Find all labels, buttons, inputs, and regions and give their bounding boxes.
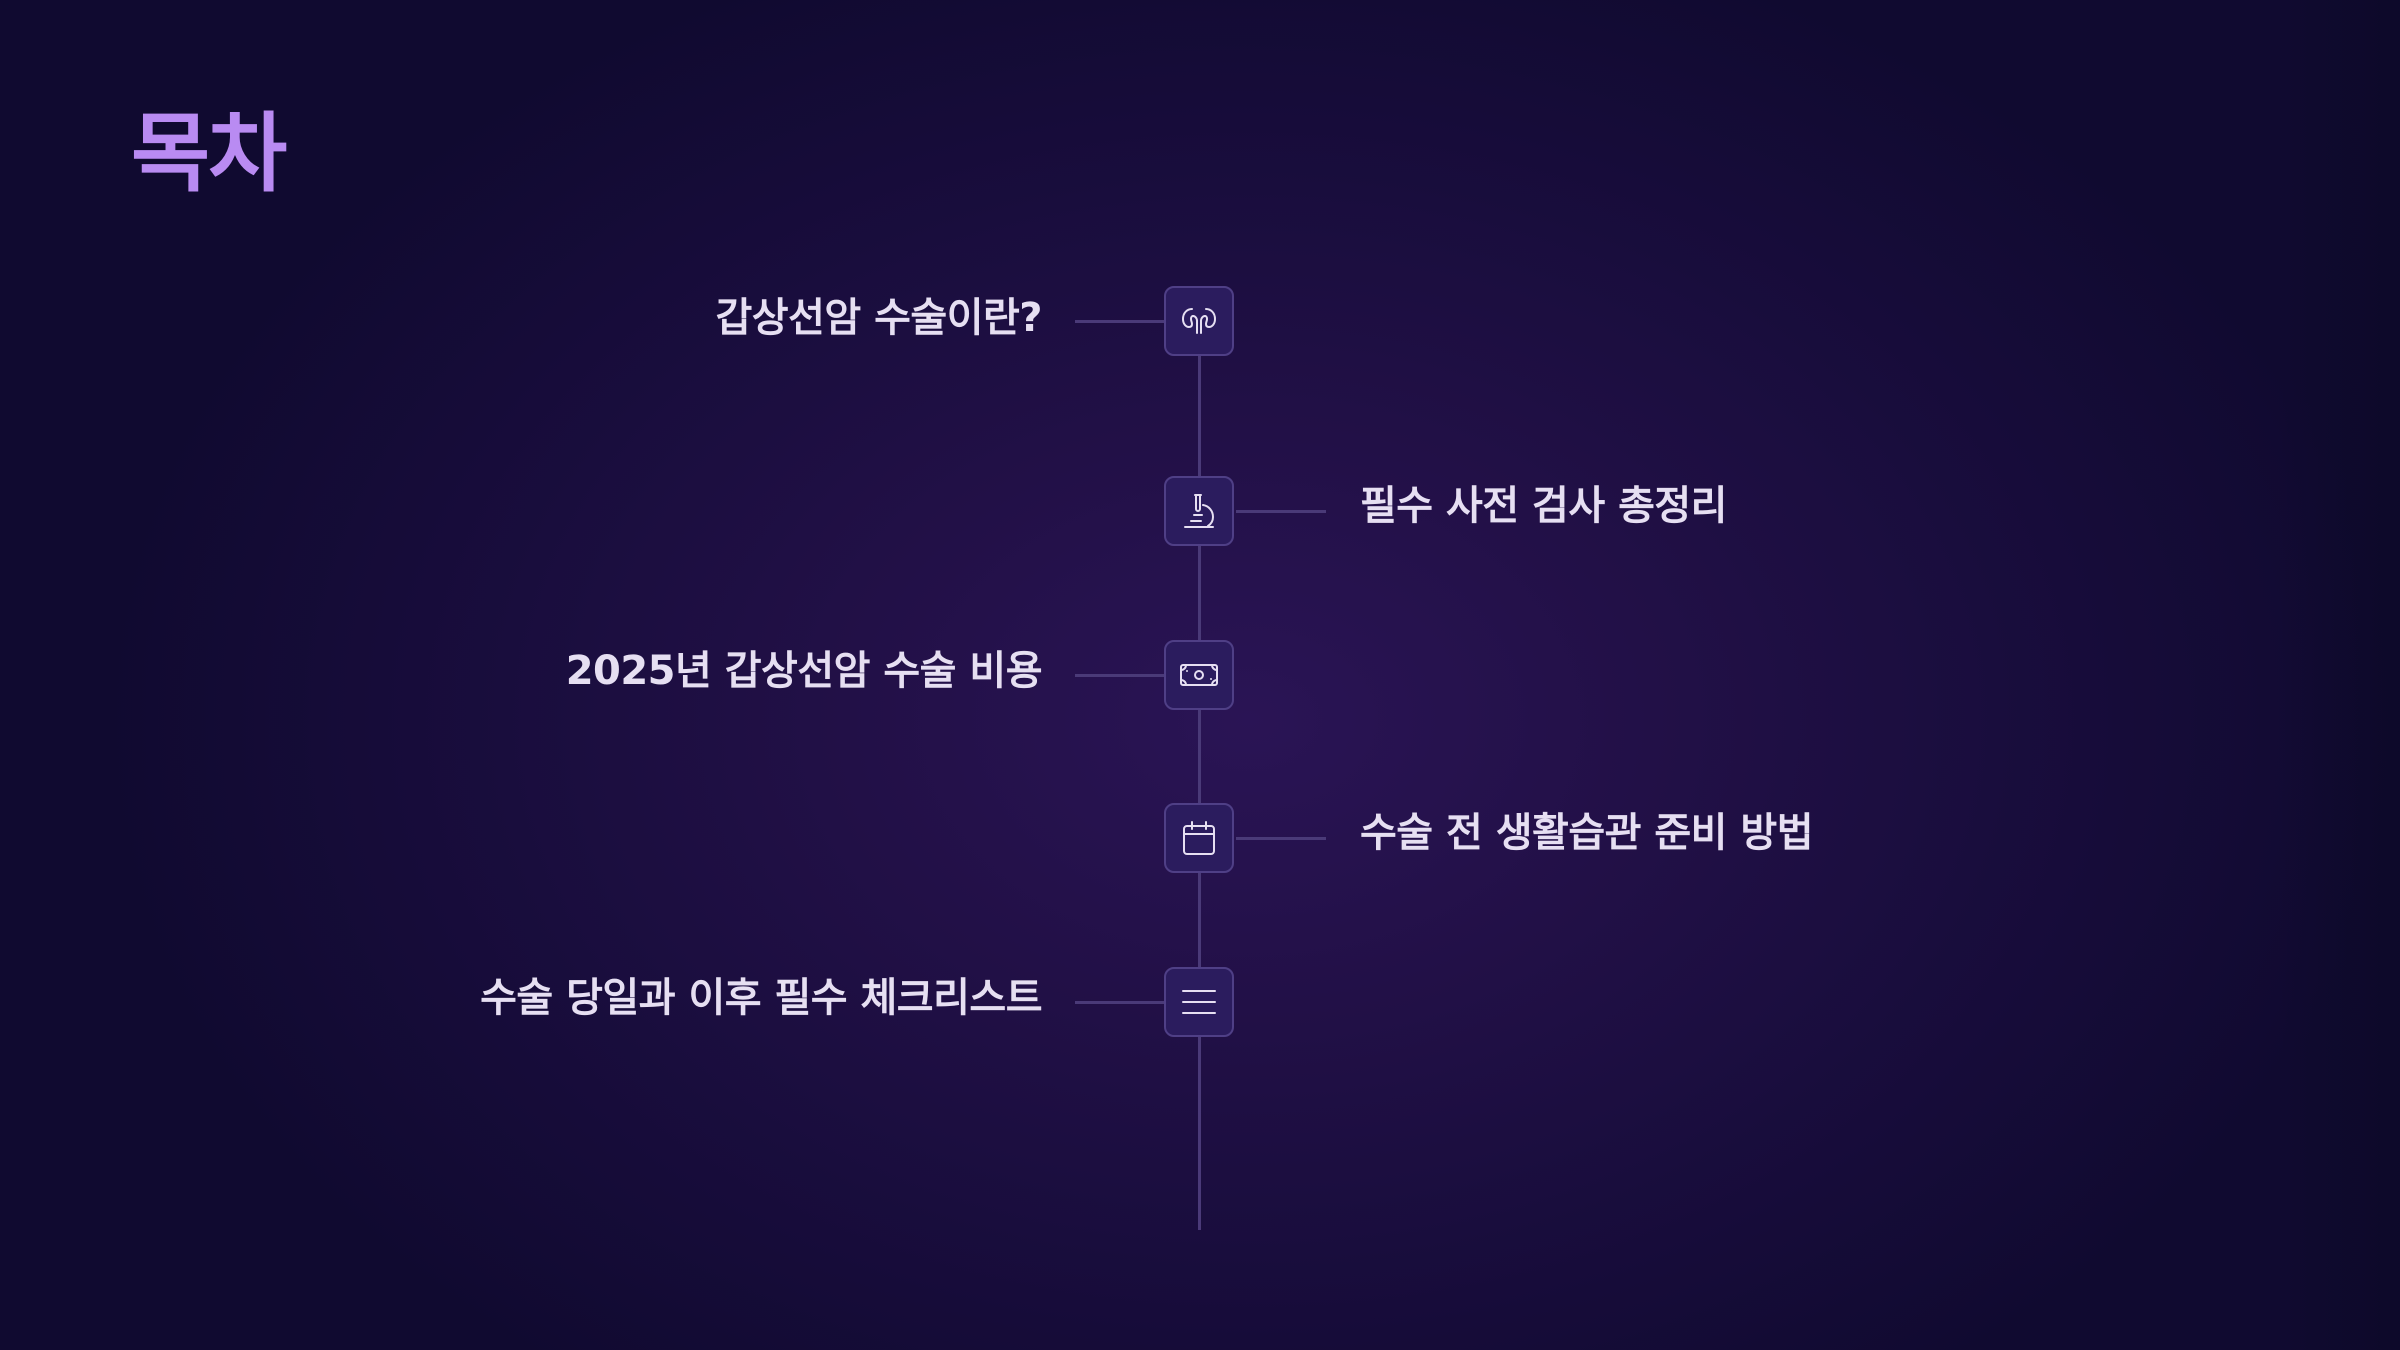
menu-lines-icon [1182,990,1216,1014]
timeline-icon-box [1164,476,1234,546]
timeline-line [1198,320,1201,1230]
timeline-item-label: 필수 사전 검사 총정리 [1360,483,1727,529]
timeline-icon-box [1164,640,1234,710]
timeline-item-label: 갑상선암 수술이란? [715,295,1042,341]
page-title: 목차 [131,104,287,204]
background-vignette [2280,0,2400,1350]
timeline-connector [1075,1001,1165,1004]
banknote-icon [1180,664,1218,686]
timeline-icon-box [1164,286,1234,356]
timeline-connector [1075,674,1165,677]
timeline-item-label: 수술 당일과 이후 필수 체크리스트 [480,975,1042,1021]
timeline-connector [1236,837,1326,840]
timeline-icon-box [1164,803,1234,873]
timeline-icon-box [1164,967,1234,1037]
calendar-icon [1183,821,1215,855]
timeline-item-label: 2025년 갑상선암 수술 비용 [565,648,1043,694]
timeline-item-label: 수술 전 생활습관 준비 방법 [1360,810,1814,856]
timeline-connector [1075,320,1165,323]
kidneys-icon [1182,308,1216,334]
microscope-icon [1184,494,1214,528]
timeline-connector [1236,510,1326,513]
